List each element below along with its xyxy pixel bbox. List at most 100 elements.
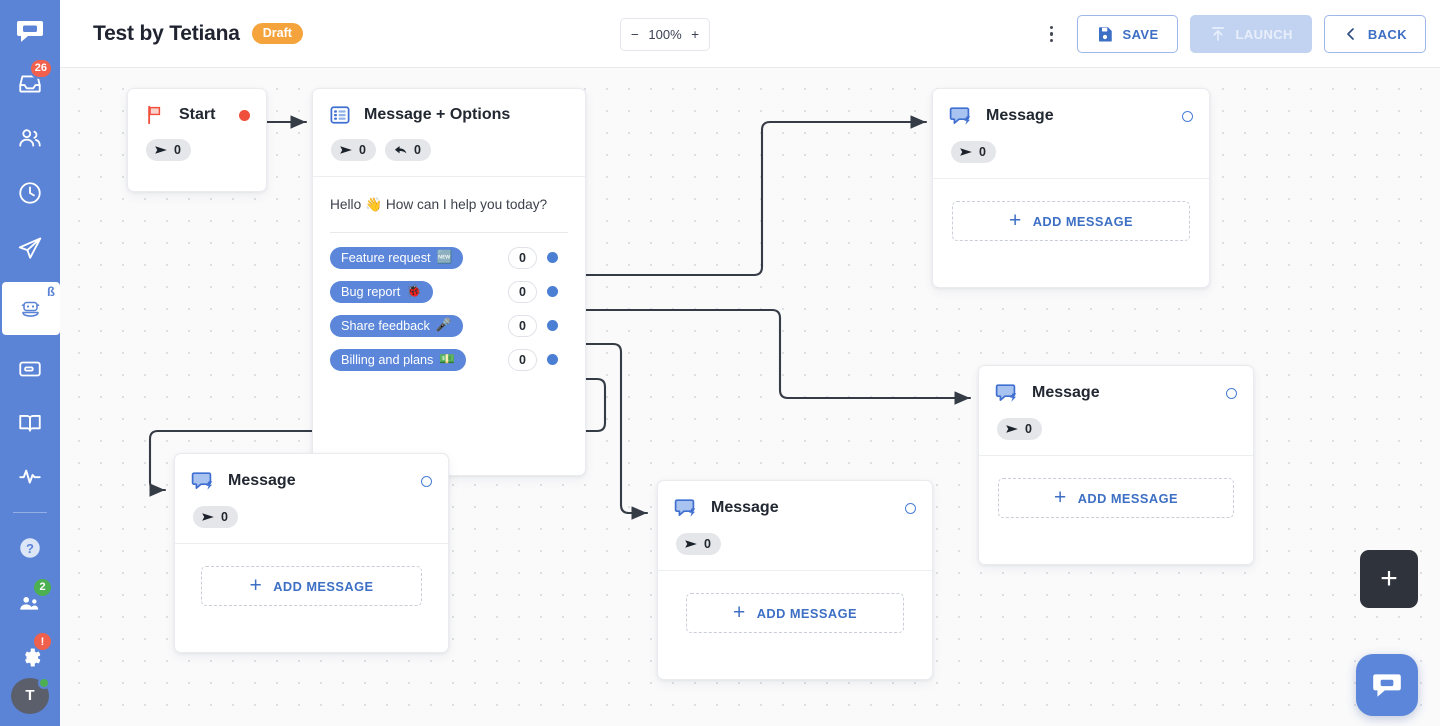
node-message-4-title: Message [711,499,779,516]
stat-replies: 0 [384,139,431,161]
header-bar: Test by Tetiana Draft − 100% + SAVE [60,0,1440,68]
node-message-2-stats: 0 [193,506,432,528]
sidebar-item-team[interactable]: 2 [8,576,53,624]
sidebar-item-contacts[interactable] [8,118,52,160]
add-node-button[interactable]: + [1360,550,1418,608]
option-count-1: 0 [508,280,537,303]
add-message-label: ADD MESSAGE [1077,490,1178,506]
kebab-menu-icon[interactable] [1039,19,1065,49]
sidebar-item-knowledge[interactable] [8,403,52,445]
stat-sent-value: 0 [1025,422,1032,436]
node-message-4-header: Message 0 [658,481,932,555]
option-port-3[interactable] [547,354,558,366]
stat-sent: 0 [676,533,721,555]
zoom-out-button[interactable]: − [631,27,639,42]
option-row-2[interactable]: Share feedback 🎤 0 [330,314,568,337]
people-icon [19,129,41,147]
stat-sent-value: 0 [221,510,228,524]
sidebar-badge-beta: ß [47,283,55,299]
sidebar-item-help[interactable]: ? [8,527,52,569]
chat-bubble-icon [1373,674,1401,697]
sidebar-item-inbox[interactable]: 26 [8,57,53,105]
avatar-online-indicator [38,676,50,689]
sidebar-item-settings[interactable]: ! [8,631,53,678]
sidebar-divider [13,511,47,513]
node-message-3-title: Message [1032,384,1100,401]
node-divider [933,178,1209,179]
add-message-label: ADD MESSAGE [756,605,857,621]
node-options-body: Hello 👋 How can I help you today? Featur… [313,177,585,387]
node-message-2[interactable]: Message 0 + ADD MESSAGE [174,453,449,653]
option-port-0[interactable] [547,252,558,264]
card-icon [19,361,41,377]
team-icon [20,597,39,610]
node-message-1-header: Message 0 [933,89,1209,163]
chevron-left-icon [1347,28,1354,40]
node-message-4[interactable]: Message 0 + ADD MESSAGE [657,480,933,680]
option-pill-1[interactable]: Bug report 🐞 [330,280,434,303]
option-port-2[interactable] [547,320,558,332]
option-count-2: 0 [508,314,537,337]
sidebar-item-analytics[interactable] [8,454,52,496]
message-bolt-icon [191,472,213,490]
node-message-2-header: Message 0 [175,454,448,528]
option-row-3[interactable]: Billing and plans 💵 0 [330,348,568,371]
chat-widget-button[interactable] [1356,654,1418,716]
option-pill-3[interactable]: Billing and plans 💵 [330,348,467,371]
sidebar-item-history[interactable] [8,172,52,214]
app-logo-icon[interactable] [10,12,50,50]
node-message-3-header: Message 0 [979,366,1253,440]
node-message-1[interactable]: Message 0 + ADD MESSAGE [932,88,1210,288]
stat-sent-value: 0 [979,145,986,159]
message-bolt-icon [995,384,1017,402]
sidebar-item-campaigns[interactable] [8,227,52,269]
zoom-level: 100% [648,27,682,42]
node-message-2-port[interactable] [421,475,432,487]
add-message-button[interactable]: + ADD MESSAGE [952,201,1190,241]
edge-option1-to-message3 [583,308,972,405]
node-message-1-stats: 0 [951,141,1193,163]
option-label-3: Billing and plans [341,352,434,367]
sidebar-badge-settings: ! [32,631,53,653]
option-port-1[interactable] [547,286,558,298]
flag-icon [148,105,161,125]
stat-sent: 0 [997,418,1042,440]
message-bolt-icon [674,499,696,517]
back-button[interactable]: BACK [1323,15,1426,53]
node-start-header: Start 0 [128,89,266,161]
sidebar-item-cards[interactable] [8,348,52,390]
zoom-in-button[interactable]: + [691,27,699,42]
message-bolt-icon [949,107,971,125]
avatar-initial: T [25,687,35,705]
add-message-button[interactable]: + ADD MESSAGE [201,566,422,606]
pulse-icon [19,469,41,484]
node-options-stats: 0 0 [331,139,569,161]
option-pill-2[interactable]: Share feedback 🎤 [330,314,463,337]
node-start[interactable]: Start 0 [127,88,267,192]
node-message-1-title: Message [986,107,1054,124]
node-message-3-port[interactable] [1226,387,1237,399]
option-emoji-3: 💵 [439,352,456,367]
node-divider [979,455,1253,456]
node-start-status-dot [239,109,250,121]
save-button[interactable]: SAVE [1076,15,1178,53]
option-row-0[interactable]: Feature request 🆕 0 [330,246,568,269]
option-row-1[interactable]: Bug report 🐞 0 [330,280,568,303]
avatar[interactable]: T [11,676,50,714]
add-message-button[interactable]: + ADD MESSAGE [998,478,1234,518]
launch-button-label: LAUNCH [1235,26,1293,42]
node-message-4-port[interactable] [905,502,916,514]
sidebar-item-chatbots[interactable]: ß [2,281,60,335]
paper-plane-icon [18,237,42,259]
reply-icon [394,146,407,154]
node-message-3[interactable]: Message 0 + ADD MESSAGE [978,365,1254,565]
stat-sent-value: 0 [704,537,711,551]
node-divider [658,570,932,571]
node-message-1-port[interactable] [1182,110,1193,122]
option-count-3: 0 [508,348,537,371]
node-message-options[interactable]: Message + Options 0 0 Hello 👋 How can I … [312,88,586,476]
option-pill-0[interactable]: Feature request 🆕 [330,246,464,269]
add-message-button[interactable]: + ADD MESSAGE [686,593,904,633]
flow-canvas[interactable]: Start 0 [60,68,1440,726]
launch-button[interactable]: LAUNCH [1189,15,1312,53]
